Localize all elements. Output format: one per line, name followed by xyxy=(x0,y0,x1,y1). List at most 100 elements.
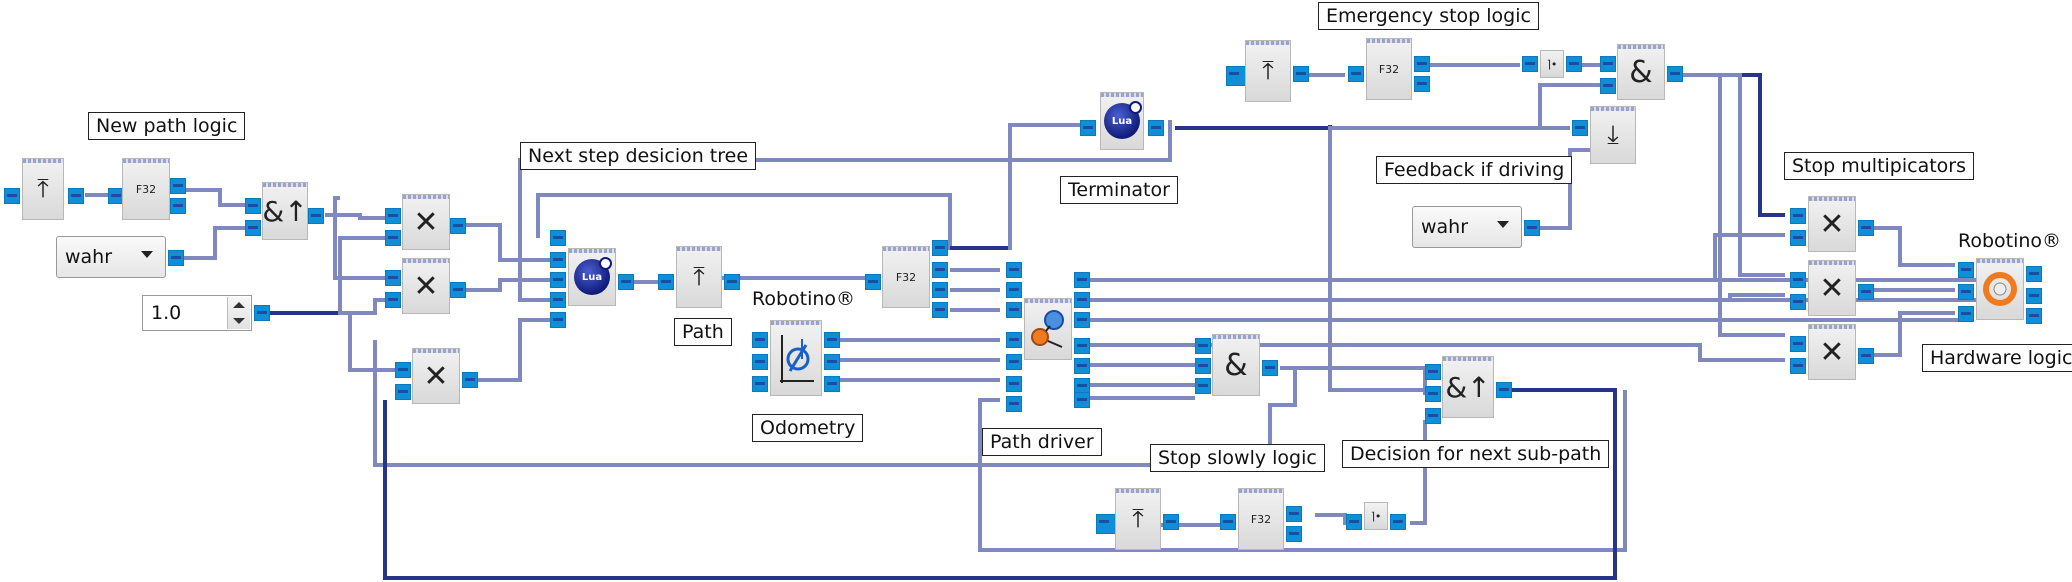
port[interactable] xyxy=(245,198,261,214)
port[interactable] xyxy=(1226,66,1246,86)
port[interactable] xyxy=(752,332,768,348)
number-input[interactable]: 1.0 xyxy=(142,295,252,331)
port[interactable] xyxy=(1425,408,1441,424)
port[interactable] xyxy=(1667,66,1683,82)
port[interactable] xyxy=(1958,262,1974,278)
port[interactable] xyxy=(824,376,840,392)
input-block[interactable]: ⤒ xyxy=(1115,488,1161,550)
port[interactable] xyxy=(170,198,186,214)
stepper[interactable] xyxy=(227,297,250,329)
and-block[interactable]: & xyxy=(1212,334,1260,396)
port[interactable] xyxy=(1163,514,1179,530)
port[interactable] xyxy=(1790,294,1806,310)
port[interactable] xyxy=(450,282,466,298)
robotino-hardware-block[interactable] xyxy=(1976,258,2024,320)
float-converter-block[interactable]: F32 xyxy=(122,158,170,220)
multiply-block[interactable]: ✕ xyxy=(412,348,460,404)
port[interactable] xyxy=(1524,220,1540,236)
port[interactable] xyxy=(1006,396,1022,412)
port[interactable] xyxy=(1390,514,1406,530)
port[interactable] xyxy=(1790,358,1806,374)
port[interactable] xyxy=(308,208,324,224)
port[interactable] xyxy=(1006,282,1022,298)
port[interactable] xyxy=(1286,506,1302,522)
output-block[interactable]: ⤓ xyxy=(1590,106,1636,164)
port[interactable] xyxy=(1600,56,1616,72)
multiply-block[interactable]: ✕ xyxy=(1808,196,1856,252)
port[interactable] xyxy=(1425,364,1441,380)
port[interactable] xyxy=(1006,262,1022,278)
port[interactable] xyxy=(108,188,124,204)
port[interactable] xyxy=(1790,336,1806,352)
input-block[interactable]: ⤒ xyxy=(1245,40,1291,102)
increment-icon[interactable] xyxy=(233,302,245,308)
port[interactable] xyxy=(932,262,948,278)
port[interactable] xyxy=(168,250,184,266)
and-edge-block[interactable]: &↑ xyxy=(262,182,308,240)
port[interactable] xyxy=(1572,120,1588,136)
decrement-icon[interactable] xyxy=(233,318,245,324)
input-block[interactable]: ⤒ xyxy=(22,158,64,220)
port[interactable] xyxy=(824,354,840,370)
port[interactable] xyxy=(4,188,20,204)
port[interactable] xyxy=(385,270,401,286)
bool-select-2[interactable]: wahr xyxy=(1412,206,1522,248)
bool-select-1[interactable]: wahr xyxy=(56,236,166,278)
multiply-block[interactable]: ✕ xyxy=(402,194,450,250)
port[interactable] xyxy=(1346,514,1362,530)
port[interactable] xyxy=(1074,392,1090,408)
port[interactable] xyxy=(724,274,740,290)
port[interactable] xyxy=(1858,220,1874,236)
port[interactable] xyxy=(550,230,566,246)
port[interactable] xyxy=(2026,308,2042,324)
port[interactable] xyxy=(550,252,566,268)
not-block[interactable]: ⌉• xyxy=(1540,50,1564,78)
port[interactable] xyxy=(450,218,466,234)
port[interactable] xyxy=(1286,526,1302,542)
port[interactable] xyxy=(752,376,768,392)
port[interactable] xyxy=(1496,382,1512,398)
port[interactable] xyxy=(462,372,478,388)
port[interactable] xyxy=(1195,338,1211,354)
lua-block[interactable]: Lua xyxy=(568,248,616,306)
float-converter-block[interactable]: F32 xyxy=(882,246,930,308)
path-driver-block[interactable] xyxy=(1024,298,1072,360)
port[interactable] xyxy=(865,274,881,290)
port[interactable] xyxy=(2026,288,2042,304)
port[interactable] xyxy=(1006,332,1022,348)
port[interactable] xyxy=(385,292,401,308)
float-converter-block[interactable]: F32 xyxy=(1238,488,1284,550)
port[interactable] xyxy=(1074,378,1090,394)
port[interactable] xyxy=(1074,358,1090,374)
port[interactable] xyxy=(1414,56,1430,72)
and-edge-block[interactable]: &↑ xyxy=(1442,356,1494,418)
port[interactable] xyxy=(1566,56,1582,72)
port[interactable] xyxy=(1006,302,1022,318)
port[interactable] xyxy=(1074,312,1090,328)
port[interactable] xyxy=(932,282,948,298)
port[interactable] xyxy=(1262,360,1278,376)
port[interactable] xyxy=(1074,338,1090,354)
float-converter-block[interactable]: F32 xyxy=(1366,38,1412,100)
port[interactable] xyxy=(1080,120,1096,136)
port[interactable] xyxy=(550,292,566,308)
port[interactable] xyxy=(2026,266,2042,282)
not-block[interactable]: ⌉• xyxy=(1364,502,1388,530)
port[interactable] xyxy=(1220,514,1236,530)
port[interactable] xyxy=(1195,378,1211,394)
port[interactable] xyxy=(395,362,411,378)
port[interactable] xyxy=(1790,272,1806,288)
port[interactable] xyxy=(1006,376,1022,392)
port[interactable] xyxy=(1790,230,1806,246)
port[interactable] xyxy=(1293,66,1309,82)
port[interactable] xyxy=(385,208,401,224)
port[interactable] xyxy=(550,312,566,328)
port[interactable] xyxy=(68,188,84,204)
port[interactable] xyxy=(1096,514,1116,534)
port[interactable] xyxy=(658,274,674,290)
multiply-block[interactable]: ✕ xyxy=(1808,324,1856,380)
port[interactable] xyxy=(1195,358,1211,374)
port[interactable] xyxy=(1074,272,1090,288)
path-block[interactable]: ⤒ xyxy=(676,246,722,308)
terminator-block[interactable]: Lua xyxy=(1100,92,1144,150)
